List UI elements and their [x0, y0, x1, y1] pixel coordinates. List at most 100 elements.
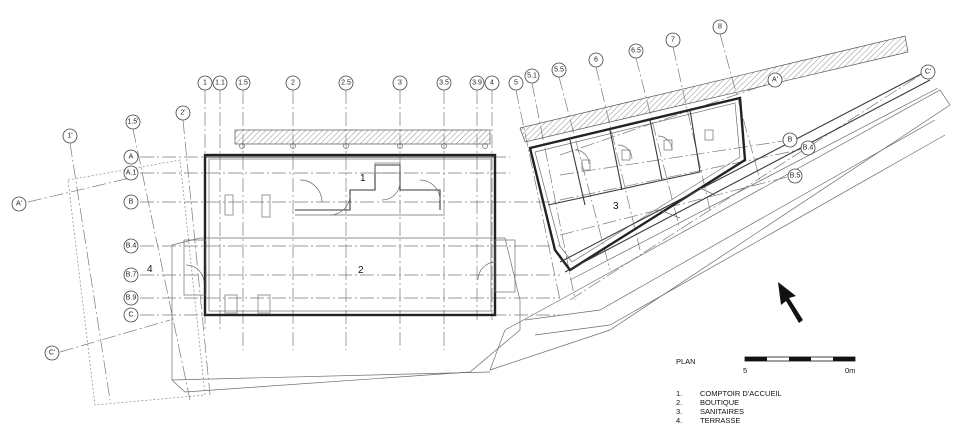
grid-bubble — [44, 345, 60, 361]
grid-label: 3 — [398, 80, 402, 87]
scale-left-label: 5 — [743, 366, 747, 375]
grid-bubble — [551, 62, 567, 78]
grid-label: B.4 — [126, 243, 137, 250]
gridline — [635, 57, 681, 231]
gridline — [515, 89, 561, 301]
grid-bubble — [125, 114, 141, 130]
grid-label: C' — [925, 69, 931, 76]
grid-bubble — [285, 75, 301, 91]
grid-label: 1.5' — [127, 119, 138, 126]
grid-bubble — [588, 52, 604, 68]
gridline — [558, 76, 611, 271]
grid-label: 3.9 — [472, 80, 482, 87]
legend-text-1: COMPTOIR D'ACCUEIL — [700, 389, 782, 398]
gridlines-horizontal — [27, 71, 926, 353]
gridlines-vertical — [69, 33, 761, 401]
grid-bubble — [123, 165, 139, 181]
grid-bubble — [787, 168, 803, 184]
gridline — [132, 128, 191, 401]
grid-label: B.7 — [126, 272, 137, 279]
grid-bubble — [338, 75, 354, 91]
grid-label: A.1 — [126, 170, 137, 177]
grid-bubble — [436, 75, 452, 91]
grid-label: 3.5 — [439, 80, 449, 87]
grid-bubble — [712, 19, 728, 35]
grid-label: 1' — [67, 133, 72, 140]
legend-num-3: 3. — [676, 407, 682, 416]
grid-bubble — [123, 149, 139, 165]
grid-bubble — [524, 68, 540, 84]
room-number-4: 4 — [147, 264, 153, 275]
grid-bubble — [665, 32, 681, 48]
grid-bubble — [392, 75, 408, 91]
grid-bubble — [469, 75, 485, 91]
grid-label: B — [788, 137, 793, 144]
grid-bubble — [508, 75, 524, 91]
roof-strips — [234, 35, 909, 145]
grid-bubble — [628, 43, 644, 59]
room-number-2: 2 — [358, 265, 364, 276]
legend-num-2: 2. — [676, 398, 682, 407]
grid-label: 2 — [291, 80, 295, 87]
grid-label: B.5 — [790, 173, 801, 180]
grid-bubble — [62, 128, 78, 144]
grid-label: 1.5 — [238, 80, 248, 87]
site-outline — [67, 89, 951, 406]
scale-right-label: 0m — [845, 366, 855, 375]
grid-label: A' — [772, 77, 778, 84]
grid-bubble — [235, 75, 251, 91]
grid-label: 2' — [180, 110, 185, 117]
grid-bubble — [123, 290, 139, 306]
grid-bubble — [11, 196, 27, 212]
grid-label: A — [129, 154, 134, 161]
grid-bubble — [123, 238, 139, 254]
grid-bubble — [782, 132, 798, 148]
gridline — [69, 142, 111, 401]
gridline — [531, 82, 576, 301]
grid-label: B.9 — [126, 295, 137, 302]
grid-label: B.4 — [803, 145, 814, 152]
grid-label: C — [128, 312, 133, 319]
north-label: N — [792, 311, 801, 319]
gridline — [595, 66, 641, 251]
sanitaires-building — [528, 71, 939, 281]
grid-bubble — [123, 307, 139, 323]
grid-label: 1.1 — [215, 80, 225, 87]
grid-label: 1 — [203, 80, 207, 87]
legend-text-3: SANITAIRES — [700, 407, 744, 416]
grid-label: 5.5 — [554, 67, 564, 74]
grid-label: A' — [16, 201, 22, 208]
grid-label: 5.1 — [527, 73, 537, 80]
grid-bubble — [175, 105, 191, 121]
grid-label: 4 — [490, 80, 494, 87]
room-number-1: 1 — [360, 173, 366, 184]
grid-bubble — [123, 194, 139, 210]
grid-bubble — [920, 64, 936, 80]
grid-label: 6.5 — [631, 48, 641, 55]
scale-bar: PLAN 5 0m — [676, 356, 855, 375]
scale-title: PLAN — [676, 357, 696, 366]
grid-bubble — [484, 75, 500, 91]
north-arrow: N — [778, 282, 803, 323]
grid-bubble — [800, 140, 816, 156]
grid-label: 7 — [671, 37, 675, 44]
legend-num-1: 1. — [676, 389, 682, 398]
gridline — [672, 46, 711, 211]
grid-label: 6 — [594, 57, 598, 64]
grid-label: B — [129, 199, 134, 206]
grid-bubble — [123, 267, 139, 283]
legend: 1. COMPTOIR D'ACCUEIL 2. BOUTIQUE 3. SAN… — [676, 389, 782, 425]
grid-label: C' — [49, 350, 55, 357]
grid-label: 5 — [514, 80, 518, 87]
gridline — [182, 119, 211, 396]
grid-label: 2.5 — [341, 80, 351, 87]
legend-text-4: TERRASSE — [700, 416, 740, 425]
legend-num-4: 4. — [676, 416, 682, 425]
main-building — [183, 143, 516, 317]
room-number-3: 3 — [613, 201, 619, 212]
legend-text-2: BOUTIQUE — [700, 398, 739, 407]
room-labels: 1 2 3 4 — [147, 173, 619, 276]
grid-bubble — [212, 75, 228, 91]
